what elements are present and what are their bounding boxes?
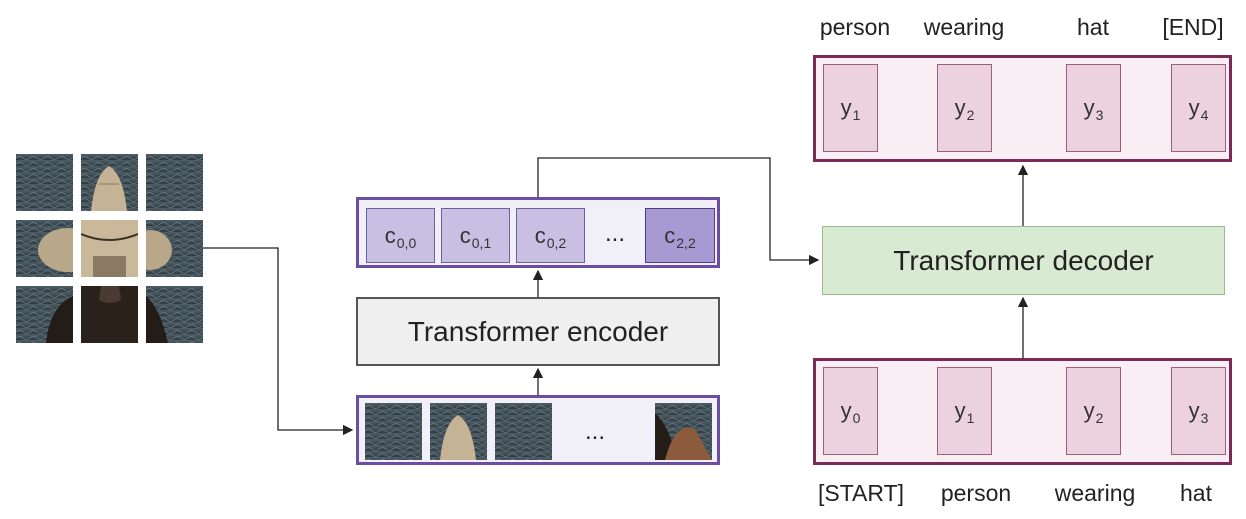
image-patch-1-2 [146, 220, 203, 277]
input-image-grid [16, 154, 203, 343]
output-word: [END] [1162, 14, 1224, 40]
image-patch-2-2 [146, 286, 203, 343]
input-word: [START] [817, 480, 905, 506]
encoder-label: Transformer encoder [407, 315, 669, 347]
decoder-label: Transformer decoder [893, 244, 1154, 276]
image-patch-1-1 [81, 220, 138, 277]
image-patch-0-2 [146, 154, 203, 211]
image-patch-2-0 [16, 286, 73, 343]
image-patch-0-1 [81, 154, 138, 211]
patch-sequence: ... [356, 395, 720, 465]
patch-token [495, 403, 552, 460]
output-word: person [819, 14, 891, 40]
image-patch-1-0 [16, 220, 73, 277]
input-word: person [940, 480, 1012, 506]
patch-token [430, 403, 487, 460]
output-word: hat [1077, 14, 1109, 40]
image-patch-0-0 [16, 154, 73, 211]
input-word: hat [1180, 480, 1212, 506]
transformer-decoder: Transformer decoder [822, 226, 1225, 295]
patch-token [365, 403, 422, 460]
output-word: wearing [923, 14, 1005, 40]
arrow-image-to-patches [203, 247, 354, 436]
input-word: wearing [1054, 480, 1136, 506]
patch-ellipsis: ... [585, 418, 606, 445]
image-patch-2-1 [81, 286, 138, 343]
context-ellipsis: ... [605, 220, 626, 247]
patch-token [655, 403, 712, 460]
arrow-context-to-decoder [537, 157, 820, 266]
transformer-encoder: Transformer encoder [356, 297, 720, 366]
